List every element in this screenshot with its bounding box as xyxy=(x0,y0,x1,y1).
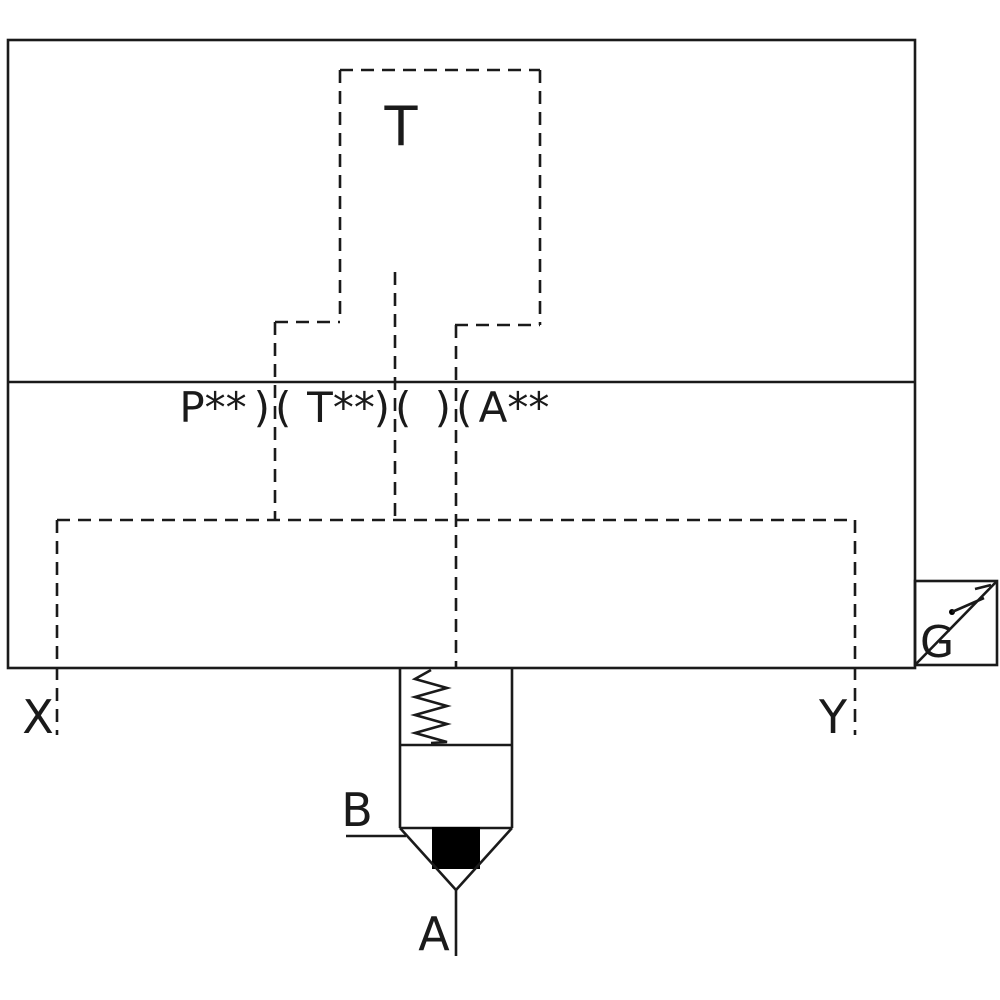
gauge-port-box: G xyxy=(913,579,999,668)
gauge-box-outline xyxy=(913,579,999,667)
label-gauge-port: G xyxy=(920,617,954,668)
plug-switch-line-icon xyxy=(951,596,985,614)
plug-switch-tick-icon xyxy=(974,583,992,591)
orifice-t-icon: )( xyxy=(374,383,417,432)
label-pilot-a: A** xyxy=(479,383,550,432)
label-pilot-p: P** xyxy=(179,383,246,432)
orifice-p-icon: )( xyxy=(254,383,297,432)
orifice-a-icon: )( xyxy=(435,383,478,432)
poppet-cone-right xyxy=(455,827,513,891)
poppet-cone-left xyxy=(399,827,457,891)
label-pilot-t: T** xyxy=(306,383,375,432)
label-port-x: X xyxy=(22,690,54,744)
gauge-box-diagonal xyxy=(914,580,998,666)
label-port-b: B xyxy=(341,783,373,837)
spring-icon xyxy=(410,668,452,745)
label-port-a: A xyxy=(418,907,450,961)
control-cover-outline xyxy=(6,38,917,670)
cartridge-poppet-valve xyxy=(346,668,514,956)
poppet-black-square xyxy=(432,827,480,869)
label-tank-top: T xyxy=(384,95,419,158)
label-port-y: Y xyxy=(818,690,848,744)
